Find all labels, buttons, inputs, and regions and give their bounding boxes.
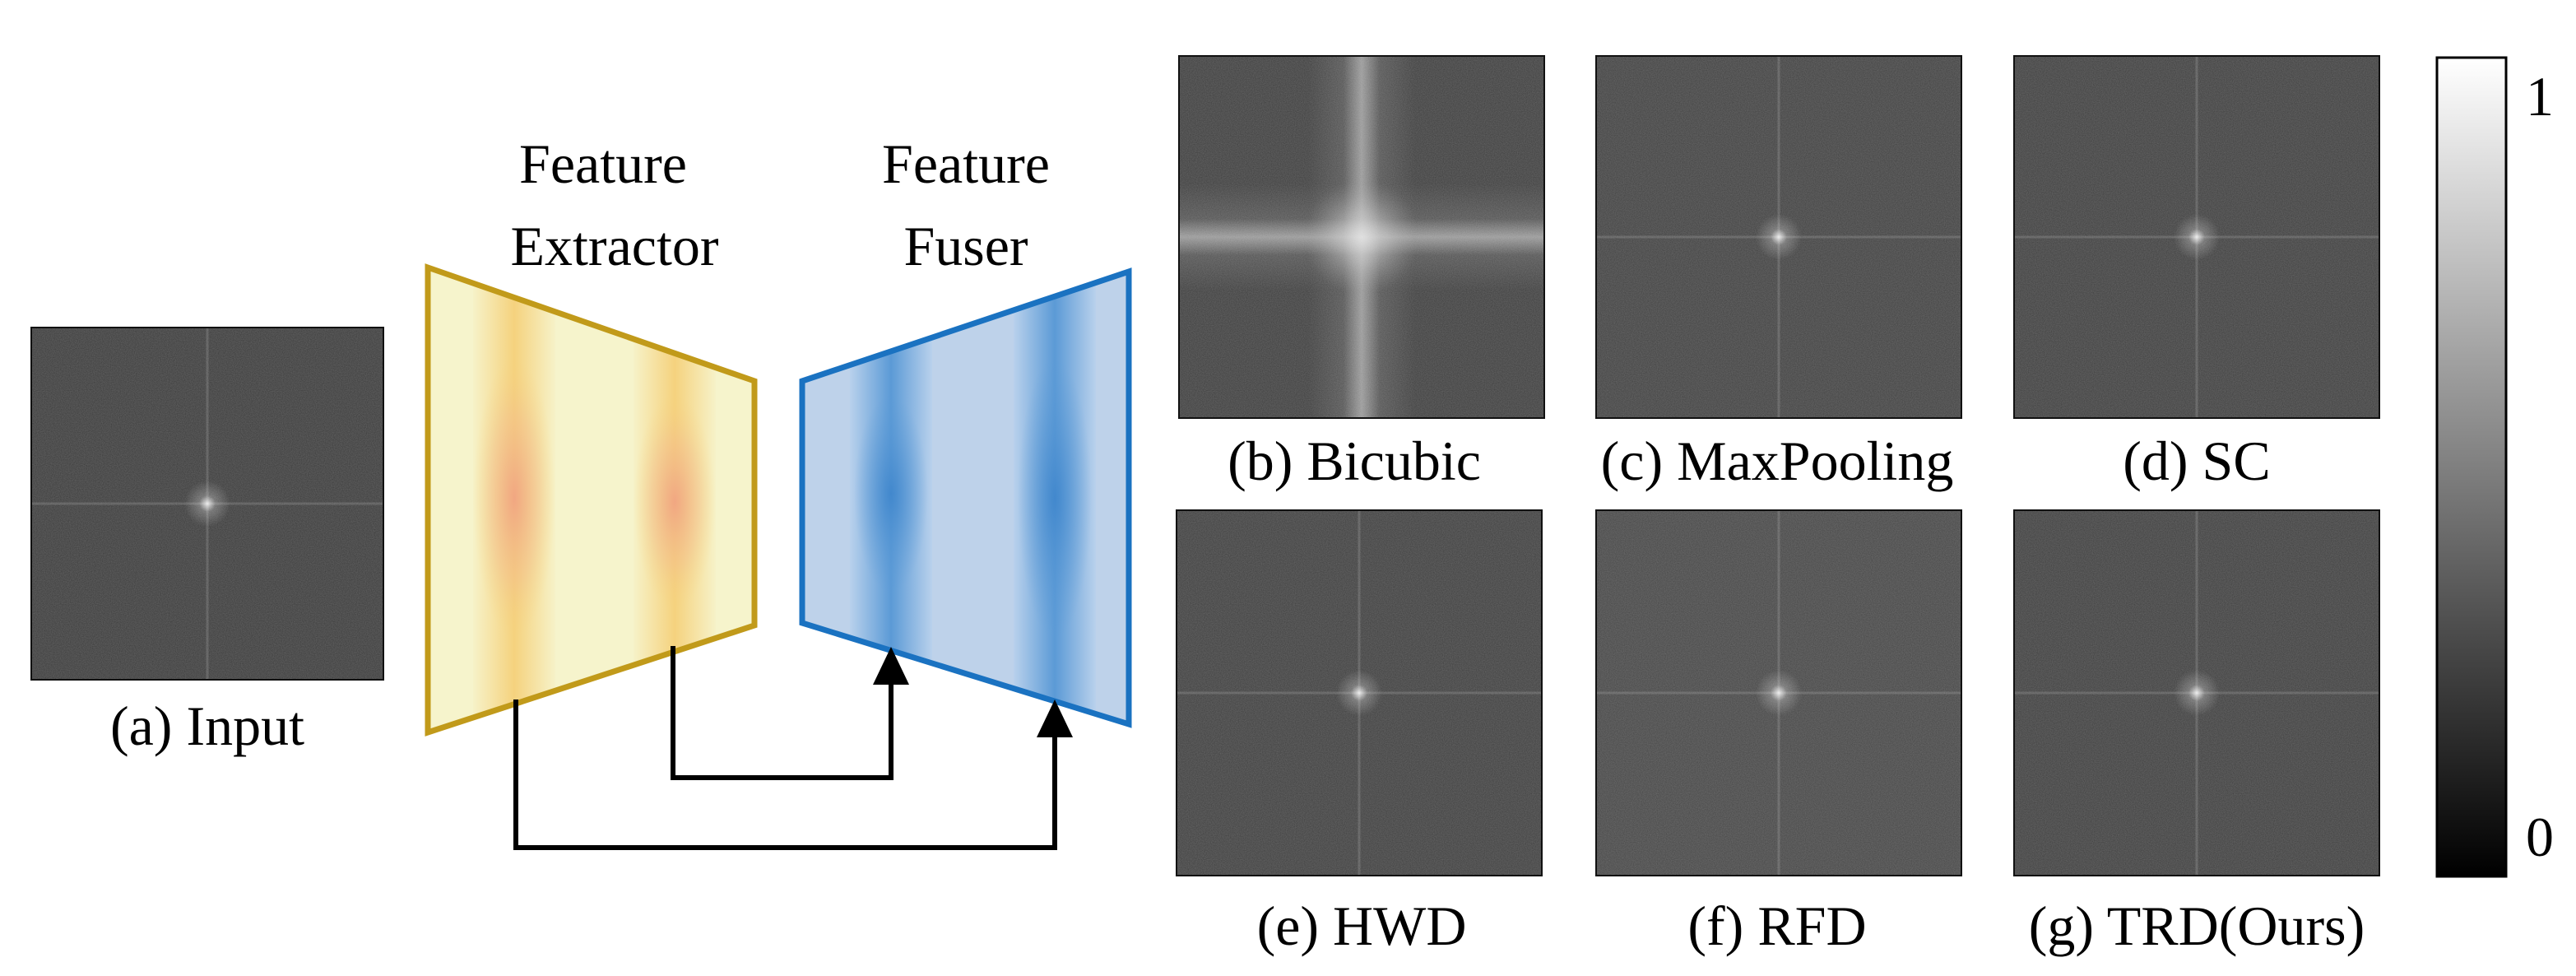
panel-label-g: (g) TRD(Ours) [2029, 895, 2365, 957]
extractor-title-line1: Feature [519, 132, 687, 195]
fuser-title-line2: Fuser [903, 215, 1028, 277]
panel-d: (d) SC [2013, 55, 2380, 492]
feature-fuser: Feature Fuser [799, 132, 1132, 728]
panel-border [1595, 509, 1962, 876]
panel-label-d: (d) SC [2123, 430, 2270, 492]
fuser-title-line1: Feature [882, 132, 1050, 195]
panel-border [1176, 509, 1543, 876]
colorbar: 1 0 [2435, 56, 2554, 878]
center-glow [1304, 179, 1419, 295]
panel-e: (e) HWD [1176, 509, 1543, 957]
center-glow [1756, 214, 1802, 260]
colorbar-max-label: 1 [2526, 65, 2554, 128]
panel-label-c: (c) MaxPooling [1601, 430, 1954, 492]
colorbar-min-label: 0 [2526, 806, 2554, 868]
skip-connection-inner [671, 646, 893, 780]
panel-border [1178, 55, 1545, 419]
panel-c: (c) MaxPooling [1595, 55, 1962, 492]
skip-connection-outer [513, 699, 1057, 850]
center-glow [2174, 214, 2220, 260]
extractor-title-line2: Extractor [511, 215, 719, 277]
panel-label-e: (e) HWD [1257, 895, 1467, 957]
feature-extractor: Feature Extractor [425, 132, 758, 737]
panel-border [2013, 509, 2380, 876]
panel-label-f: (f) RFD [1687, 895, 1866, 957]
panel-g: (g) TRD(Ours) [2013, 509, 2380, 957]
arrowhead-outer [1037, 699, 1073, 737]
center-glow [1756, 670, 1802, 716]
arrowhead-inner [873, 647, 909, 685]
panel-border [2013, 55, 2380, 419]
extractor-outline [425, 263, 758, 737]
center-glow [1336, 670, 1382, 716]
panel-label-a: (a) Input [110, 695, 304, 757]
panel-a: (a) Input [30, 327, 384, 757]
panel-f: (f) RFD [1595, 509, 1962, 957]
center-glow [2174, 670, 2220, 716]
panel-b: (b) Bicubic [1178, 55, 1545, 492]
center-glow [184, 481, 230, 527]
panel-label-b: (b) Bicubic [1228, 430, 1481, 492]
fuser-outline [799, 267, 1132, 728]
spectrum-panels: (a) Input (b) Bicubic (c) MaxPooling (d) SC… [30, 55, 2380, 957]
panel-border [1595, 55, 1962, 419]
skip-connections [513, 646, 1073, 850]
panel-border [30, 327, 384, 681]
